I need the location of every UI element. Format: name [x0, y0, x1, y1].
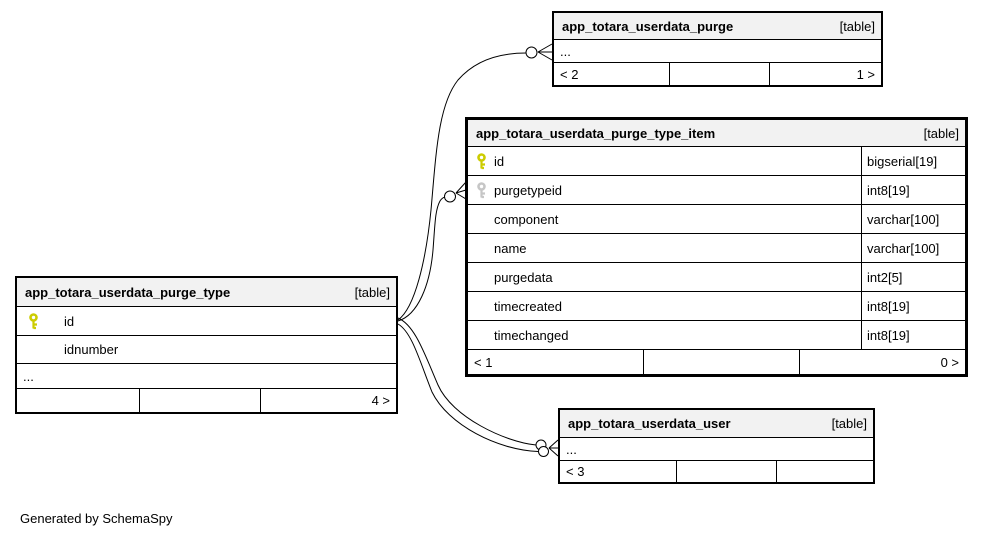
column-type: int8[19]	[861, 321, 965, 349]
related-count-left: < 3	[560, 461, 677, 482]
zero-cardinality-icon	[535, 439, 547, 451]
primary-key-icon	[17, 312, 50, 330]
related-count-right: 1 >	[856, 66, 875, 82]
column-type: int8[19]	[861, 176, 965, 204]
related-count-left	[17, 389, 140, 412]
zero-cardinality-icon	[444, 190, 456, 203]
column-name: name	[494, 240, 527, 256]
column-name: purgetypeid	[494, 182, 562, 198]
table-badge: [table]	[354, 284, 390, 300]
hidden-columns-ellipsis: ...	[566, 441, 577, 457]
table-app-totara-userdata-purge-type-item: app_totara_userdata_purge_type_item [tab…	[465, 117, 968, 377]
related-count-left: < 1	[468, 350, 644, 374]
column-row-idnumber: idnumber	[17, 336, 396, 364]
column-type: varchar[100]	[861, 205, 965, 233]
column-row-purgedata: purgedata int2[5]	[468, 263, 965, 292]
table-row: ...	[17, 364, 396, 389]
edge-purge-type-to-purge-type-item	[397, 181, 467, 322]
column-row-timechanged: timechanged int8[19]	[468, 321, 965, 350]
zero-cardinality-icon	[525, 46, 538, 59]
crow-foot-icon	[537, 43, 553, 61]
table-footer: 4 >	[17, 389, 396, 412]
table-header[interactable]: app_totara_userdata_user [table]	[560, 410, 873, 438]
column-name: purgedata	[494, 269, 553, 285]
column-name: timecreated	[494, 298, 562, 314]
hidden-columns-ellipsis: ...	[23, 368, 34, 384]
foreign-key-icon	[468, 181, 494, 199]
column-name: component	[494, 211, 559, 227]
hidden-columns-ellipsis: ...	[560, 43, 571, 59]
table-name[interactable]: app_totara_userdata_purge	[562, 18, 734, 34]
table-app-totara-userdata-purge-type: app_totara_userdata_purge_type [table] i…	[15, 276, 398, 414]
column-row-component: component varchar[100]	[468, 205, 965, 234]
column-type: bigserial[19]	[861, 147, 965, 175]
primary-key-icon	[468, 152, 494, 170]
table-footer: < 2 1 >	[554, 63, 881, 85]
footer-middle-cell	[677, 461, 777, 482]
crow-foot-icon	[548, 439, 559, 457]
zero-cardinality-icon	[538, 446, 549, 457]
table-name[interactable]: app_totara_userdata_purge_type_item	[476, 125, 716, 141]
column-row-name: name varchar[100]	[468, 234, 965, 263]
table-name[interactable]: app_totara_userdata_purge_type	[25, 284, 231, 300]
column-type: varchar[100]	[861, 234, 965, 262]
column-type: int8[19]	[861, 292, 965, 320]
table-row: ...	[554, 40, 881, 63]
generator-note: Generated by SchemaSpy	[20, 511, 173, 526]
table-app-totara-userdata-purge: app_totara_userdata_purge [table] ... < …	[552, 11, 883, 87]
related-count-right: 4 >	[371, 393, 390, 408]
column-name: id	[494, 153, 505, 169]
table-header[interactable]: app_totara_userdata_purge [table]	[554, 13, 881, 40]
footer-middle-cell	[644, 350, 800, 374]
footer-middle-cell	[670, 63, 770, 85]
table-name[interactable]: app_totara_userdata_user	[568, 416, 731, 431]
table-app-totara-userdata-user: app_totara_userdata_user [table] ... < 3	[558, 408, 875, 484]
column-row-timecreated: timecreated int8[19]	[468, 292, 965, 321]
table-footer: < 3	[560, 461, 873, 482]
column-name: id	[64, 313, 75, 329]
column-name: timechanged	[494, 327, 569, 343]
table-footer: < 1 0 >	[468, 350, 965, 374]
column-row-purgetypeid: purgetypeid int8[19]	[468, 176, 965, 205]
column-row-id: id bigserial[19]	[468, 147, 965, 176]
related-count-left: < 2	[554, 63, 670, 85]
related-count-right: 0 >	[940, 354, 959, 370]
footer-middle-cell	[140, 389, 261, 412]
table-row: ...	[560, 438, 873, 461]
table-badge: [table]	[839, 18, 875, 34]
column-type: int2[5]	[861, 263, 965, 291]
table-badge: [table]	[923, 125, 959, 141]
table-header[interactable]: app_totara_userdata_purge_type [table]	[17, 278, 396, 307]
related-count-right	[777, 461, 873, 482]
column-name: idnumber	[64, 342, 119, 357]
column-row-id: id	[17, 307, 396, 336]
table-badge: [table]	[831, 416, 867, 431]
table-header[interactable]: app_totara_userdata_purge_type_item [tab…	[468, 120, 965, 147]
